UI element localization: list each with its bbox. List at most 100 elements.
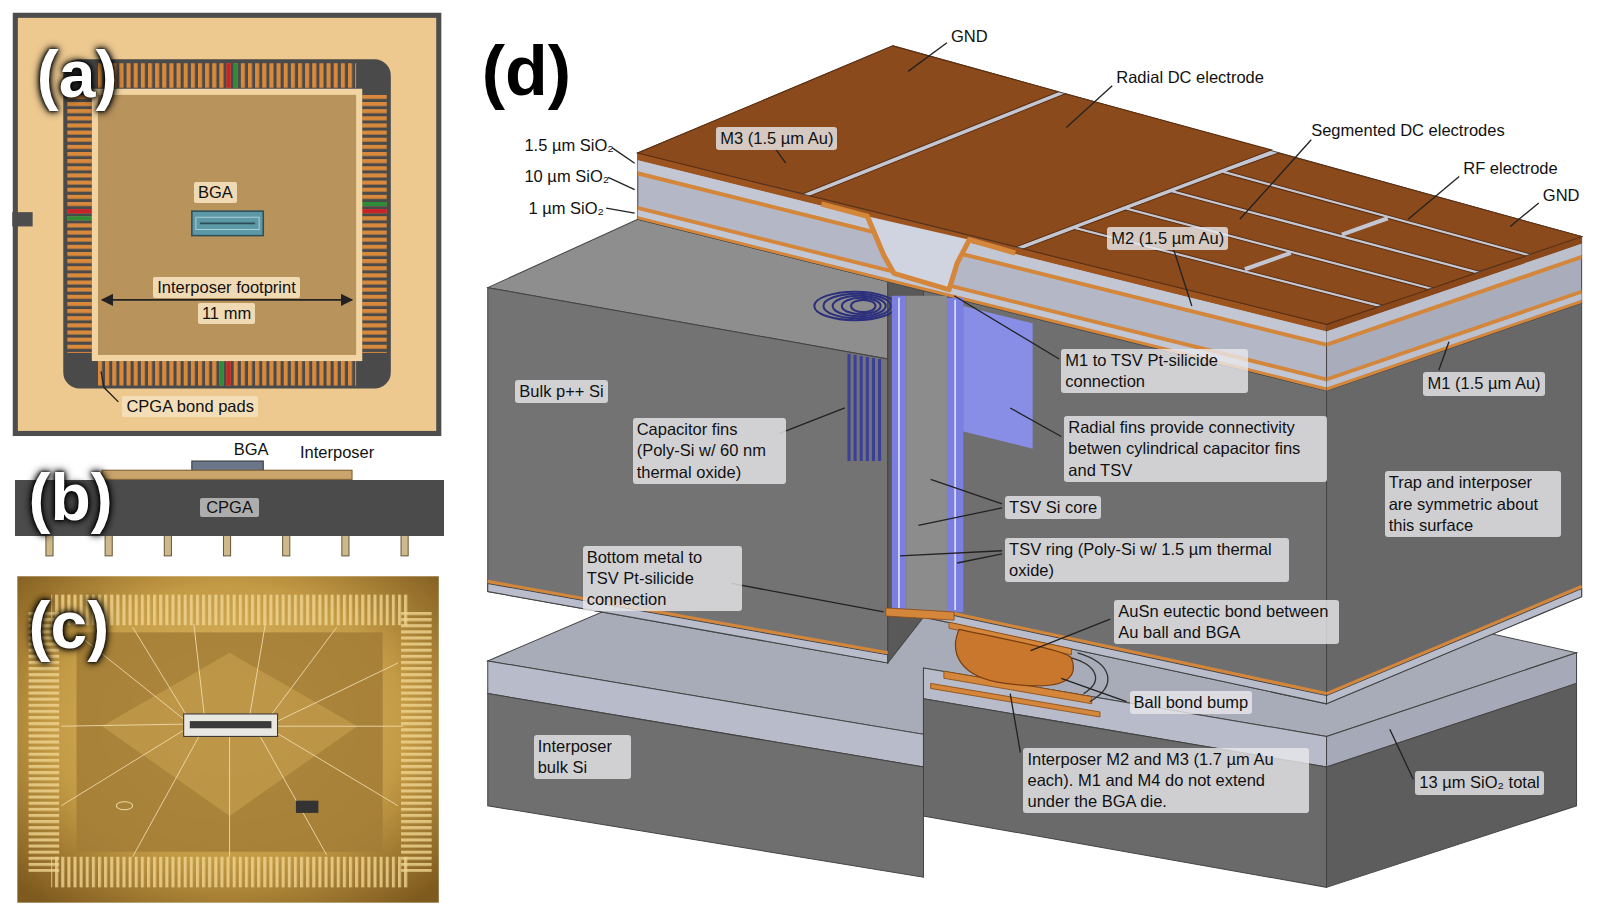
- note-label: Trap and interposer are symmetric about …: [1385, 471, 1561, 536]
- package-top-view: [102, 299, 352, 301]
- interposer: [1327, 683, 1577, 887]
- package-side-view: [223, 535, 230, 555]
- package-photo: [17, 576, 438, 902]
- package-photo: [250, 624, 265, 714]
- tsv-and-capacitor: [954, 300, 955, 610]
- metal-stack: [1228, 153, 1582, 254]
- package-top-view: [12, 15, 439, 433]
- tsv-and-capacitor: [860, 356, 863, 461]
- part-label: BGA: [232, 439, 271, 460]
- leader-lines: [954, 296, 1059, 359]
- package-photo: [278, 726, 404, 727]
- package-side-view: [102, 470, 352, 479]
- callout-label: M1 to TSV Pt-silicide connection: [1061, 349, 1248, 393]
- tsv-and-capacitor: [814, 292, 896, 321]
- leader-lines: [606, 43, 1539, 779]
- package-photo: [401, 612, 432, 872]
- tsv-and-capacitor: [963, 306, 1032, 449]
- package-photo: [276, 663, 398, 722]
- layer-label: 10 µm SiO₂: [522, 166, 611, 187]
- part-label: Radial DC electrode: [1114, 67, 1266, 88]
- interposer: [931, 683, 1100, 717]
- package-top-view: [67, 216, 91, 220]
- package-top-view: [67, 95, 91, 353]
- package-top-view: [67, 209, 91, 213]
- interposer: [923, 699, 1326, 888]
- package-side-view: [342, 535, 349, 555]
- leader-lines: [1408, 176, 1459, 219]
- package-side-view: [401, 535, 408, 555]
- package-photo: [190, 721, 272, 728]
- metal-stack: [638, 46, 1582, 391]
- tsv-and-capacitor: [898, 298, 899, 608]
- package-top-view: [227, 63, 231, 87]
- package-photo: [17, 576, 438, 902]
- package-photo: [61, 624, 403, 857]
- package-top-view: [12, 212, 32, 226]
- package-side-view: [164, 535, 171, 555]
- callout-label: Interposer M2 and M3 (1.7 µm Au each). M…: [1023, 748, 1309, 813]
- layer-label: M3 (1.5 µm Au): [716, 127, 837, 150]
- package-top-view: [234, 63, 238, 87]
- panel-label: (c): [29, 592, 110, 658]
- tsv-and-capacitor: [906, 296, 947, 612]
- callout-label: Radial fins provide connectivity betwen …: [1064, 416, 1327, 481]
- leader-lines: [1510, 203, 1539, 226]
- layer-label: M1 (1.5 µm Au): [1423, 372, 1544, 395]
- tsv-and-capacitor: [872, 358, 875, 461]
- layer-label: 1 µm SiO₂: [527, 198, 607, 219]
- leader-lines: [1439, 342, 1449, 371]
- part-label: TSV Si core: [1005, 496, 1101, 519]
- part-label: Interposer bulk Si: [534, 735, 632, 779]
- package-photo: [184, 714, 278, 736]
- metal-stack: [821, 204, 1015, 290]
- package-photo: [276, 732, 398, 805]
- dimension-label: Interposer footprint: [153, 277, 300, 298]
- leader-lines: [606, 208, 635, 213]
- tsv-and-capacitor: [847, 354, 850, 461]
- part-label: Interposer: [298, 442, 376, 463]
- panel-label: (b): [29, 464, 113, 530]
- part-label: BGA: [194, 182, 237, 203]
- leader-lines: [1010, 694, 1020, 753]
- package-top-view: [63, 59, 391, 388]
- leader-lines: [931, 479, 1002, 503]
- leader-lines: [918, 508, 1002, 525]
- package-top-view: [362, 209, 386, 213]
- metal-stack: [1342, 218, 1388, 234]
- package-photo: [270, 627, 336, 716]
- leader-lines: [732, 583, 884, 612]
- package-photo: [194, 624, 204, 714]
- metal-stack: [1245, 253, 1291, 269]
- package-top-view: [95, 92, 359, 358]
- leader-lines: [957, 554, 1002, 563]
- tsv-and-capacitor: [814, 292, 1032, 620]
- package-photo: [260, 736, 326, 854]
- callout-label: Capacitor fins (Poly-Si w/ 60 nm thermal…: [633, 418, 786, 483]
- layer-label: 1.5 µm SiO₂: [522, 135, 615, 156]
- layer-label: M2 (1.5 µm Au): [1107, 227, 1228, 250]
- tsv-and-capacitor: [823, 294, 890, 318]
- leader-lines: [900, 551, 1002, 556]
- trap-die: [488, 288, 888, 663]
- layer-label: 13 µm SiO₂ total: [1415, 771, 1543, 794]
- package-top-view: [98, 361, 356, 385]
- tsv-and-capacitor: [892, 296, 906, 610]
- trap-die: [1327, 586, 1582, 693]
- package-top-view: [200, 223, 255, 225]
- tsv-and-capacitor: [849, 354, 880, 461]
- package-photo: [61, 724, 183, 726]
- package-photo: [133, 627, 189, 719]
- interposer: [488, 694, 924, 878]
- panel-label: (a): [37, 41, 118, 107]
- trap-die: [1078, 653, 1108, 702]
- package-photo: [133, 736, 199, 856]
- package-side-view: [46, 535, 53, 555]
- trap-die: [956, 629, 1074, 686]
- package-top-view: [98, 63, 356, 87]
- leader-lines: [780, 408, 845, 433]
- leader-lines: [908, 43, 947, 72]
- tsv-and-capacitor: [886, 608, 954, 620]
- callout-label: Bottom metal to TSV Pt-silicide connecti…: [583, 546, 742, 611]
- package-top-view: [192, 211, 263, 235]
